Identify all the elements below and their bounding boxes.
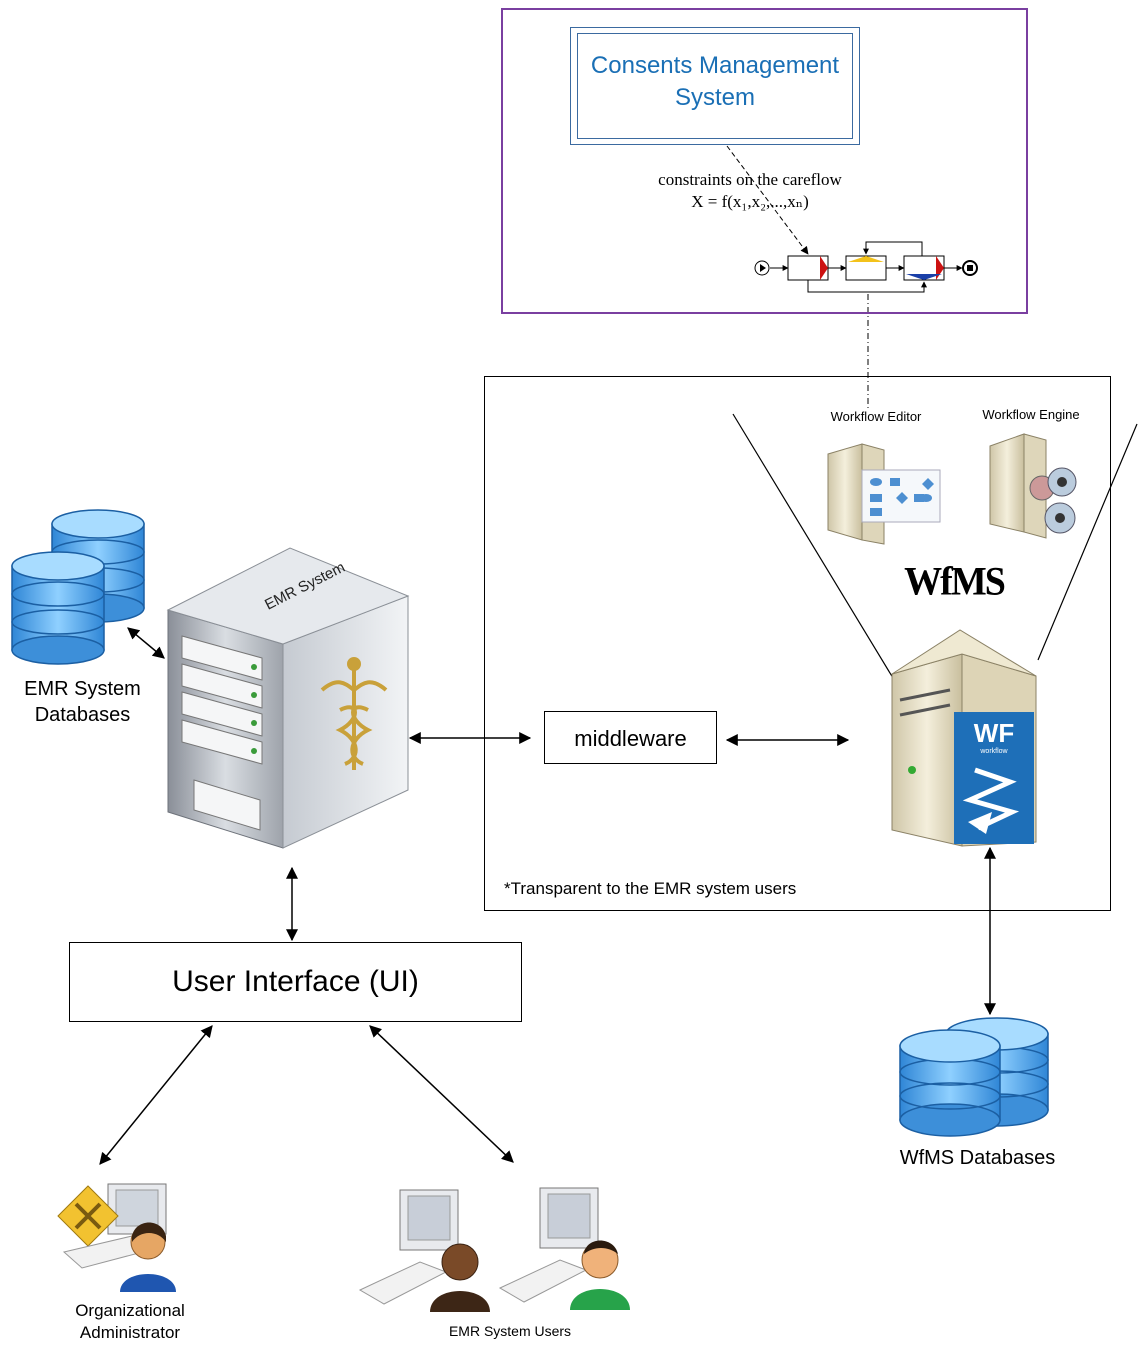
workflow-engine-icon: [989, 433, 1077, 539]
emr-db-arrow: [127, 627, 165, 659]
caduceus-icon: [320, 657, 388, 770]
careflow-process-diagram: [754, 241, 978, 293]
wfms-server-icon: WF workflow: [891, 629, 1037, 847]
workflow-editor-label: Workflow Editor: [830, 409, 922, 424]
workflow-engine-label: Workflow Engine: [982, 407, 1080, 422]
emr-databases-icon: [11, 509, 145, 665]
wf-logo-subtext: workflow: [979, 748, 1008, 755]
wfms-databases-label: WfMS Databases: [899, 1147, 1056, 1169]
emr-databases-label: EMR System Databases: [24, 678, 141, 726]
workflow-editor-icon: [827, 443, 941, 545]
user-interface-box: [69, 942, 522, 1022]
wf-logo-text: WF: [974, 718, 1014, 748]
admin-user-icon: [57, 1183, 176, 1292]
emr-server-icon: EMR System: [166, 547, 410, 849]
consents-system-title: Consents Management System: [590, 52, 840, 111]
middleware-box: [544, 711, 717, 764]
constraints-text: constraints on the careflow: [658, 170, 842, 189]
constraint-arrow: [726, 145, 809, 255]
user-interface-label: User Interface (UI): [172, 965, 419, 998]
wfms-label: WfMS: [904, 559, 1006, 605]
wfms-databases-icon: [899, 1017, 1049, 1137]
consents-system-box-outer: [570, 27, 860, 145]
org-admin-label: Organizational Administrator: [75, 1301, 185, 1342]
emr-users-icon: [358, 1187, 630, 1312]
wfms-funnel-line-right: [1037, 423, 1138, 661]
consents-container: [501, 8, 1028, 314]
ui-users-arrow: [369, 1025, 514, 1163]
transparent-note: *Transparent to the EMR system users: [504, 879, 797, 898]
wfms-funnel-line-left: [732, 413, 894, 679]
ui-admin-arrow: [99, 1025, 213, 1165]
constraints-formula: X = f(x₁,x₂,...,xₙ): [691, 192, 809, 211]
consents-system-box: [577, 33, 853, 139]
wfms-container: [484, 376, 1111, 911]
emr-users-label: EMR System Users: [448, 1323, 572, 1339]
middleware-label: middleware: [574, 726, 687, 751]
